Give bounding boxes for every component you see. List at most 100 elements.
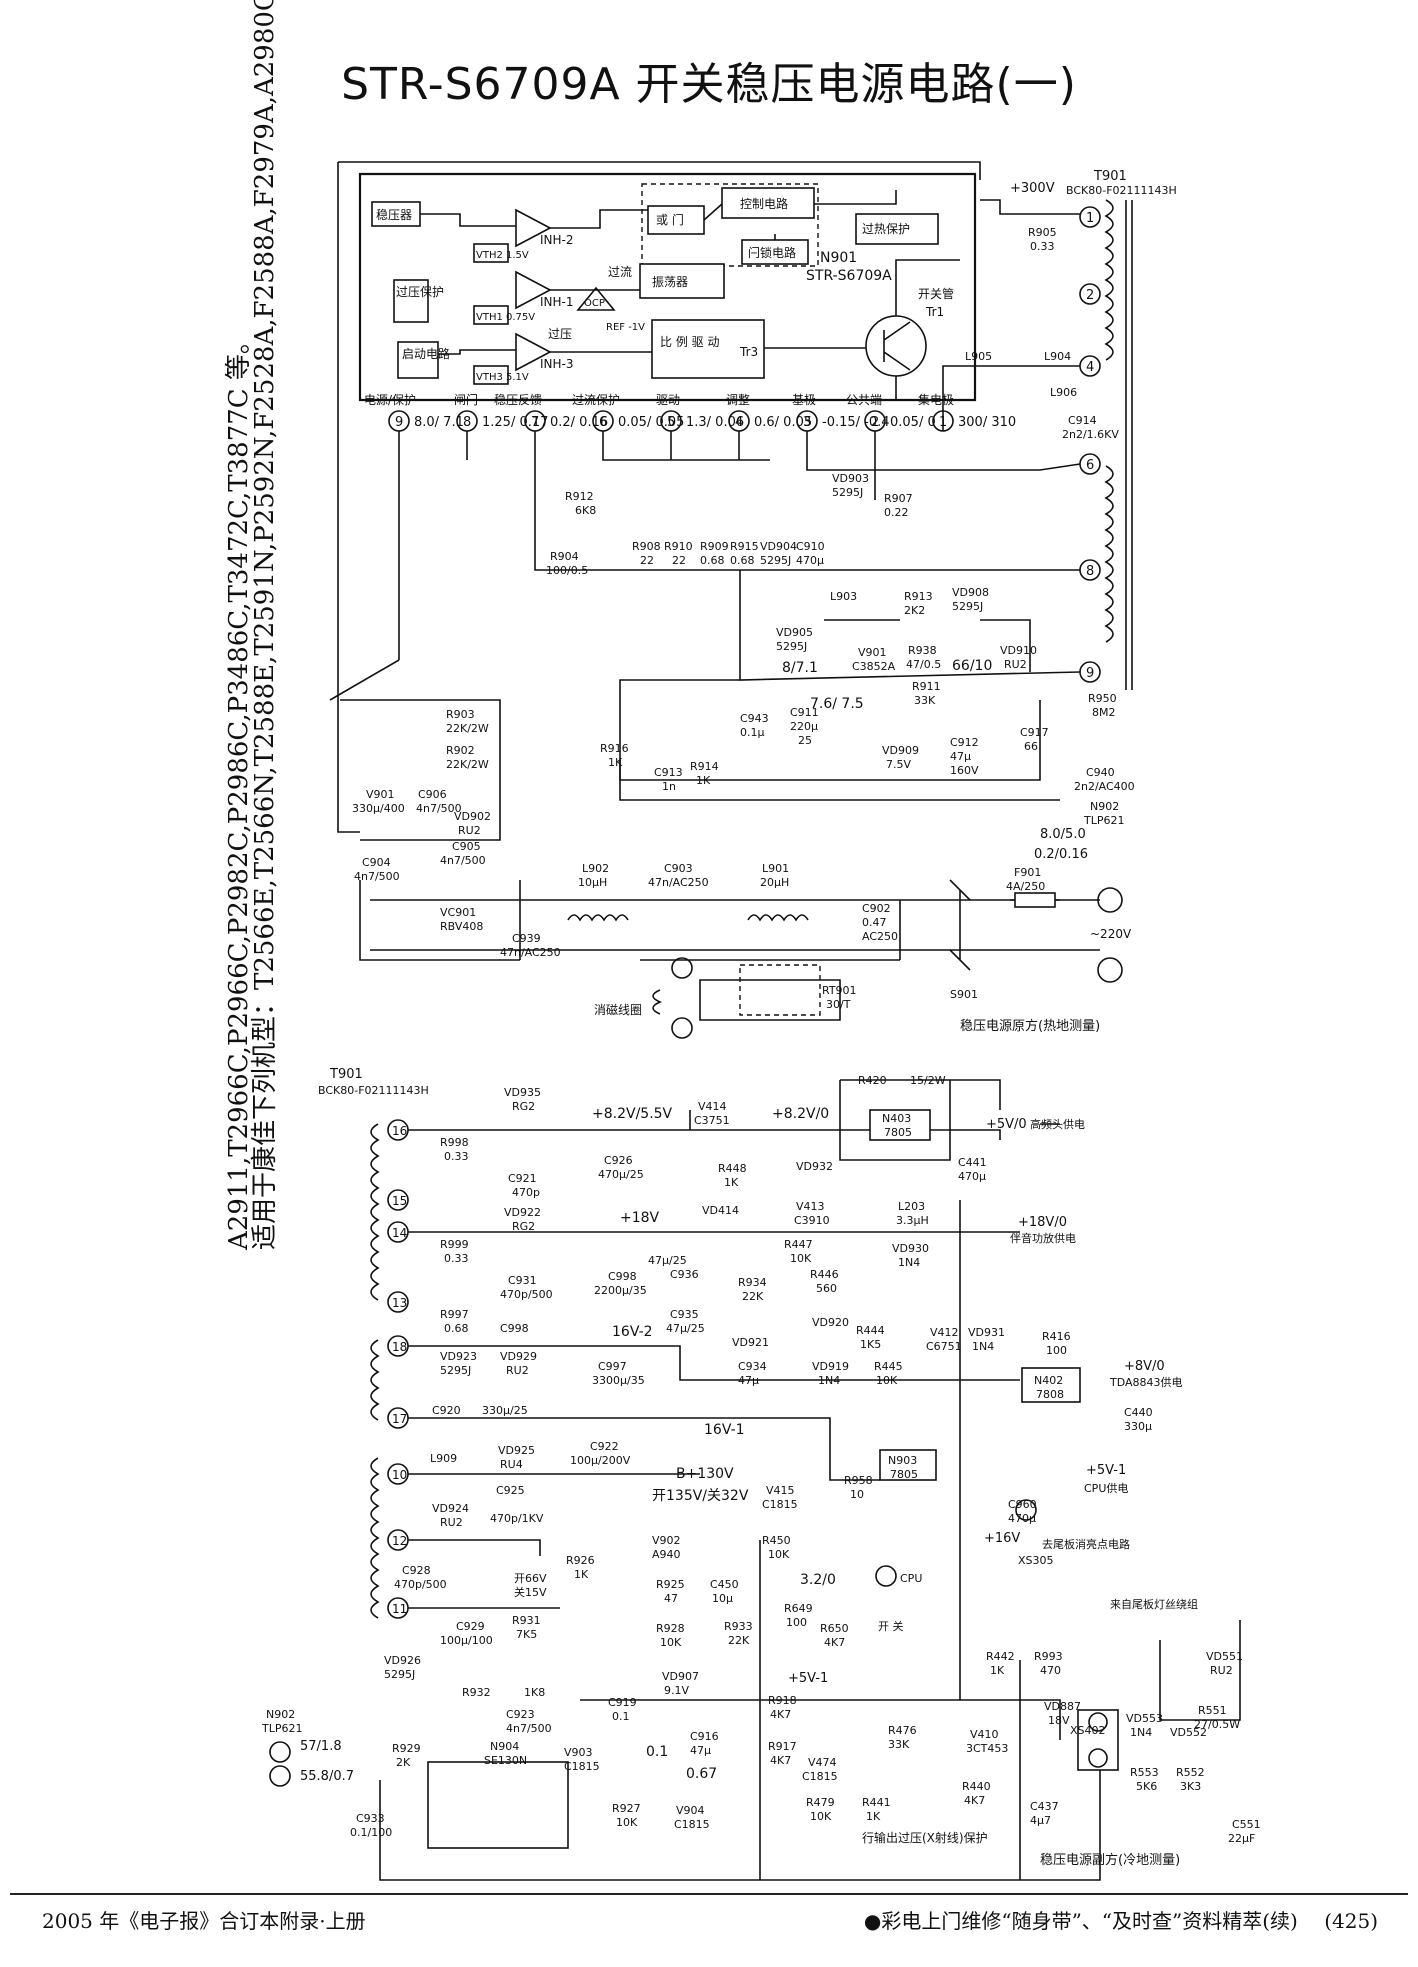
- label-r934: R934: [738, 1276, 767, 1289]
- terminal-number: 9: [1086, 666, 1094, 681]
- label-value: 18V: [1048, 1714, 1070, 1727]
- label-v902: V902: [652, 1534, 681, 1547]
- ic-pin-voltage: 300/ 310: [958, 415, 1016, 430]
- label-vd931: VD931: [968, 1326, 1005, 1339]
- label-c916: C916: [690, 1730, 719, 1743]
- label-tuner-supply: 高频头供电: [1030, 1117, 1085, 1131]
- label-value: 5295J: [440, 1364, 471, 1377]
- label-value: 1K: [608, 756, 623, 769]
- label-value: 5295J: [760, 554, 791, 567]
- ic-label: REF -1V: [606, 322, 645, 333]
- label-l906: L906: [1050, 386, 1077, 399]
- label-voltage: 16V-2: [612, 1324, 653, 1340]
- label-cpu: CPU: [900, 1572, 922, 1585]
- ic-pin-voltage: -0.15/ -0.4: [822, 415, 890, 430]
- label-r913: R913: [904, 590, 933, 603]
- label-value: 330μ/25: [482, 1404, 528, 1417]
- label-xray-protection: 行输出过压(X射线)保护: [862, 1830, 988, 1845]
- label-r448: R448: [718, 1162, 747, 1175]
- label-value: 9.1V: [664, 1684, 689, 1697]
- label-c960: C960: [1008, 1498, 1037, 1511]
- label-vd924: VD924: [432, 1502, 469, 1515]
- label-l902: L902: [582, 862, 609, 875]
- label-value: 47n/AC250: [648, 876, 709, 889]
- ic-pin-voltage: 0.2/ 0.16: [550, 415, 608, 430]
- terminal-number: 1: [1086, 211, 1094, 226]
- label-vd907: VD907: [662, 1670, 699, 1683]
- label-r917: R917: [768, 1740, 797, 1753]
- label-voltage: 57/1.8: [300, 1739, 342, 1754]
- label-value: RU2: [1004, 658, 1027, 671]
- label-value: 1N4: [818, 1374, 840, 1387]
- label-value: C1815: [674, 1818, 710, 1831]
- label-r950: R950: [1088, 692, 1117, 705]
- label-value: 22K: [728, 1634, 750, 1647]
- label-value: 1K: [866, 1810, 881, 1823]
- ic-label: 过压: [548, 327, 572, 341]
- label-c931: C931: [508, 1274, 537, 1287]
- label-value: 100/0.5: [546, 564, 588, 577]
- label-value: 0.68: [730, 554, 755, 567]
- label-c933: C933: [356, 1812, 385, 1825]
- primary-labels: +300V T901 BCK80-F02111143H R905 0.33 L9…: [352, 169, 1177, 1034]
- primary-wiring: [329, 199, 1123, 1039]
- label-r908: R908: [632, 540, 661, 553]
- label-heater-winding: 来自尾板灯丝绕组: [1110, 1597, 1198, 1611]
- label-vd905: VD905: [776, 626, 813, 639]
- label-r440: R440: [962, 1780, 991, 1793]
- label-voltage: +5V/0: [986, 1117, 1027, 1132]
- label-primary-section: 稳压电源原方(热地测量): [960, 1018, 1100, 1034]
- label-c437: C437: [1030, 1800, 1059, 1813]
- label-value: 4n7/500: [416, 802, 462, 815]
- label-rt901: RT901: [822, 984, 857, 997]
- primary-transformer: 1 2 4 6 8 9: [1079, 199, 1133, 690]
- label-xs402: XS402: [1070, 1724, 1106, 1737]
- label-r916: R916: [600, 742, 629, 755]
- label-s901: S901: [950, 988, 978, 1001]
- label-r904: R904: [550, 550, 579, 563]
- label-c441: C441: [958, 1156, 987, 1169]
- ic-n901: [371, 183, 960, 400]
- label-value: TLP621: [261, 1722, 302, 1735]
- ic-block-overvoltage: 过压保护: [396, 285, 444, 299]
- ic-label: INH-1: [540, 295, 574, 309]
- label-value: 4n7/500: [440, 854, 486, 867]
- label-r902: R902: [446, 744, 475, 757]
- label-value: 2K2: [904, 604, 925, 617]
- label-c940: C940: [1086, 766, 1115, 779]
- terminal-number: 18: [392, 1340, 407, 1354]
- label-r441: R441: [862, 1796, 891, 1809]
- ic-block-thermal: 过热保护: [862, 222, 910, 236]
- secondary-labels: T901 BCK80-F02111143H VD935 RG2 R998 0.3…: [261, 1067, 1261, 1868]
- label-n902: N902: [1090, 800, 1119, 813]
- label-value: 5295J: [384, 1668, 415, 1681]
- label-value: RBV408: [440, 920, 483, 933]
- label-value: C1815: [802, 1770, 838, 1783]
- ic-block-latch: 闩锁电路: [748, 245, 796, 260]
- label-r444: R444: [856, 1324, 885, 1337]
- label-value: 1N4: [1130, 1726, 1152, 1739]
- label-l903: L903: [830, 590, 857, 603]
- label-value: 4K7: [824, 1636, 845, 1649]
- label-value: 4μ7: [1030, 1814, 1051, 1827]
- label-vd903: VD903: [832, 472, 869, 485]
- ic-pin-number: 6: [599, 415, 607, 430]
- label-r650: R650: [820, 1622, 849, 1635]
- label-value: 0.33: [444, 1150, 469, 1163]
- terminal-number: 2: [1086, 288, 1094, 303]
- terminal-number: 4: [1086, 360, 1094, 375]
- label-voltage: +8V/0: [1124, 1359, 1165, 1374]
- label-voltage: 66/10: [952, 658, 992, 674]
- label-value: 4n7/500: [506, 1722, 552, 1735]
- label-value: RU4: [500, 1458, 523, 1471]
- ic-block-startup: 启动电路: [402, 346, 450, 361]
- label-value: 1K: [990, 1664, 1005, 1677]
- label-audio-supply: 伴音功放供电: [1010, 1231, 1076, 1245]
- label-value: 160V: [950, 764, 979, 777]
- label-value: RU2: [440, 1516, 463, 1529]
- label-value: 0.68: [700, 554, 725, 567]
- label-value: 33K: [888, 1738, 910, 1751]
- label-l904: L904: [1044, 350, 1071, 363]
- ic-pin-number: 2: [871, 415, 879, 430]
- terminal-number: 15: [392, 1194, 407, 1208]
